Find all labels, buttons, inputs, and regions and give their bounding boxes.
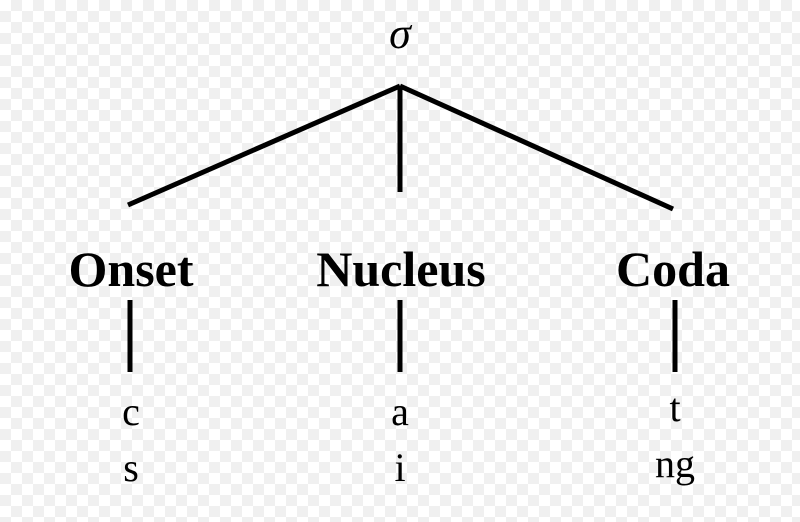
nucleus-label: Nucleus (316, 241, 486, 297)
edge-root-to-onset (126, 83, 402, 208)
edge-root-to-coda (398, 83, 675, 212)
nucleus-segment-2: i (394, 445, 406, 490)
syllable-root-label: σ (389, 9, 411, 58)
coda-segment-1: t (669, 385, 681, 430)
coda-label: Coda (616, 241, 730, 297)
onset-segment-2: s (123, 445, 139, 490)
onset-segment-1: c (122, 389, 140, 434)
coda-segment-2: ng (655, 441, 695, 486)
onset-label: Onset (68, 241, 194, 297)
nucleus-segment-1: a (391, 389, 409, 434)
